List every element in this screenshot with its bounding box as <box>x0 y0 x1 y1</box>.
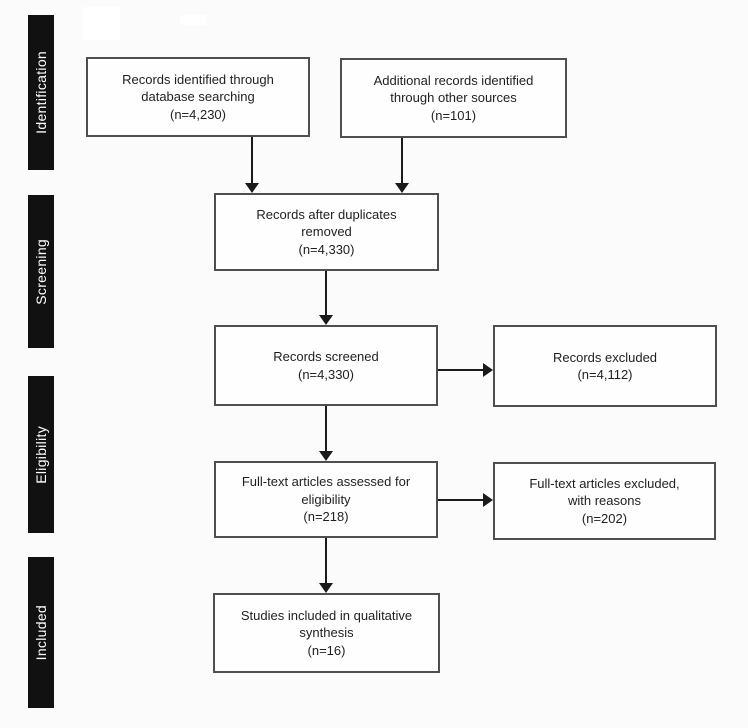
box-fulltext-assessed: Full-text articles assessed for eligibil… <box>214 461 438 538</box>
box-text-line: Records identified through <box>122 71 274 87</box>
arrow-head-down-icon <box>319 583 333 593</box>
arrow-head-down-icon <box>319 451 333 461</box>
white-patch <box>83 7 120 40</box>
box-records-screened: Records screened (n=4,330) <box>214 325 438 406</box>
box-text-line: (n=218) <box>303 509 349 525</box>
box-text-line: (n=4,230) <box>169 106 226 122</box>
stage-label-screening: Screening <box>33 238 49 305</box>
box-duplicates-removed: Records after duplicates removed (n=4,33… <box>214 193 439 271</box>
arrow-line <box>438 499 483 501</box>
stage-bar-eligibility: Eligibility <box>28 376 54 533</box>
stage-label-included: Included <box>33 604 49 661</box>
arrow-line <box>401 138 403 183</box>
stage-label-identification: Identification <box>33 51 49 134</box>
stage-label-eligibility: Eligibility <box>33 425 49 484</box>
box-text-line: with reasons <box>568 493 641 509</box>
stage-bar-screening: Screening <box>28 195 54 348</box>
stage-bar-included: Included <box>28 557 54 708</box>
box-text-line: Full-text articles assessed for <box>241 474 411 490</box>
box-text-line: through other sources <box>390 90 517 106</box>
arrow-line <box>325 406 327 451</box>
box-text-line: (n=202) <box>581 510 628 526</box>
box-fulltext-excluded: Full-text articles excluded, with reason… <box>493 462 716 540</box>
box-text-line: removed <box>301 224 352 240</box>
arrow-line <box>438 369 483 371</box>
box-text-line: database searching <box>141 89 255 105</box>
box-text-line: Studies included in qualitative <box>240 607 413 623</box>
arrow-line <box>325 538 327 583</box>
box-additional-records: Additional records identified through ot… <box>340 58 567 138</box>
box-text-line: (n=101) <box>430 107 477 123</box>
white-patch <box>180 15 206 25</box>
box-text-line: Records screened <box>273 349 379 364</box>
box-text-line: Additional records identified <box>373 72 534 88</box>
box-text-line: eligibility <box>301 491 351 507</box>
arrow-line <box>325 271 327 315</box>
box-text-line: (n=4,112) <box>577 367 633 382</box>
box-text-line: Records after duplicates <box>256 206 397 222</box>
arrow-head-right-icon <box>483 363 493 377</box>
box-text-line: (n=16) <box>307 642 346 658</box>
arrow-line <box>251 137 253 183</box>
arrow-head-down-icon <box>319 315 333 325</box>
stage-bar-identification: Identification <box>28 15 54 170</box>
arrow-head-down-icon <box>245 183 259 193</box>
box-text-line: synthesis <box>299 625 354 641</box>
box-text-line: (n=4,330) <box>297 366 354 382</box>
box-text-line: Full-text articles excluded, <box>529 475 680 491</box>
box-text-line: Records excluded <box>552 349 658 365</box>
box-studies-included: Studies included in qualitative synthesi… <box>213 593 440 673</box>
box-text-line: (n=4,330) <box>298 241 355 257</box>
box-records-identified: Records identified through database sear… <box>86 57 310 137</box>
box-records-excluded: Records excluded (n=4,112) <box>493 325 717 407</box>
arrow-head-right-icon <box>483 493 493 507</box>
arrow-head-down-icon <box>395 183 409 193</box>
